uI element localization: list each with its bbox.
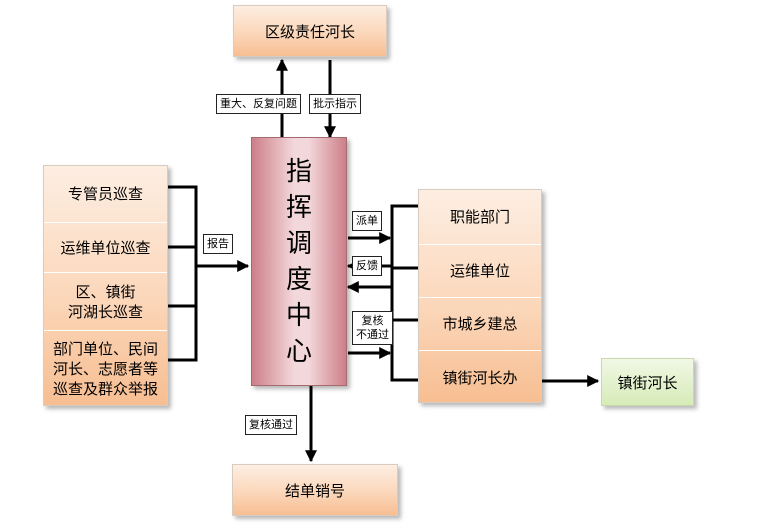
source-public-line2: 河长、志愿者等 bbox=[52, 360, 158, 378]
source-ops-patrol: 运维单位巡查 bbox=[44, 222, 167, 272]
label-recheck-fail-line2: 不通过 bbox=[356, 328, 389, 341]
source-specialist-patrol: 专管员巡查 bbox=[44, 166, 167, 222]
left-bracket bbox=[168, 185, 198, 362]
unit-town-office: 镇街河长办 bbox=[419, 350, 541, 404]
inspection-sources-group: 专管员巡查 运维单位巡查 区、镇街 河湖长巡查 部门单位、民间 河长、志愿者等 … bbox=[43, 165, 168, 406]
source-ops-label: 运维单位巡查 bbox=[60, 238, 151, 257]
unit-ops: 运维单位 bbox=[419, 244, 541, 297]
center-char-4: 度 bbox=[285, 264, 312, 295]
label-feedback: 反馈 bbox=[352, 256, 382, 276]
label-recheck-pass: 复核通过 bbox=[245, 415, 297, 435]
label-instructions: 批示指示 bbox=[309, 94, 361, 114]
label-recheck-fail-line1: 复核 bbox=[361, 314, 384, 327]
district-river-chief-label: 区级责任河长 bbox=[264, 22, 355, 41]
right-bracket bbox=[390, 204, 418, 382]
command-center-box: 指 挥 调 度 中 心 bbox=[251, 137, 347, 386]
label-dispatch: 派单 bbox=[352, 211, 382, 231]
center-char-3: 调 bbox=[285, 228, 312, 259]
town-river-chief-label: 镇街河长 bbox=[617, 373, 678, 392]
unit-ops-label: 运维单位 bbox=[449, 262, 510, 280]
unit-town-office-label: 镇街河长办 bbox=[442, 368, 518, 387]
source-district-line1: 区、镇街 bbox=[75, 282, 136, 301]
town-river-chief-box: 镇街河长 bbox=[601, 358, 694, 406]
label-recheck-fail: 复核 不通过 bbox=[352, 311, 393, 345]
district-river-chief-box: 区级责任河长 bbox=[233, 5, 387, 57]
unit-urban-rural: 市城乡建总 bbox=[419, 297, 541, 350]
handling-units-group: 职能部门 运维单位 市城乡建总 镇街河长办 bbox=[418, 189, 542, 403]
source-district-line2: 河湖长巡查 bbox=[67, 302, 143, 321]
close-case-label: 结单销号 bbox=[284, 481, 345, 500]
source-public-line3: 巡查及群众举报 bbox=[52, 380, 158, 398]
center-char-5: 中 bbox=[285, 300, 312, 331]
source-public-line1: 部门单位、民间 bbox=[52, 340, 158, 358]
unit-urban-rural-label: 市城乡建总 bbox=[442, 315, 518, 333]
source-specialist-label: 专管员巡查 bbox=[67, 185, 143, 203]
source-district-town-patrol: 区、镇街 河湖长巡查 bbox=[44, 272, 167, 330]
center-char-1: 指 bbox=[285, 156, 312, 187]
unit-functional-dept: 职能部门 bbox=[419, 190, 541, 244]
center-char-6: 心 bbox=[285, 336, 312, 367]
label-major-issues: 重大、反复问题 bbox=[216, 94, 301, 114]
close-case-box: 结单销号 bbox=[232, 464, 398, 516]
center-char-2: 挥 bbox=[285, 192, 312, 223]
source-public-report: 部门单位、民间 河长、志愿者等 巡查及群众举报 bbox=[44, 330, 167, 407]
label-report: 报告 bbox=[203, 234, 233, 254]
unit-functional-label: 职能部门 bbox=[449, 208, 510, 226]
